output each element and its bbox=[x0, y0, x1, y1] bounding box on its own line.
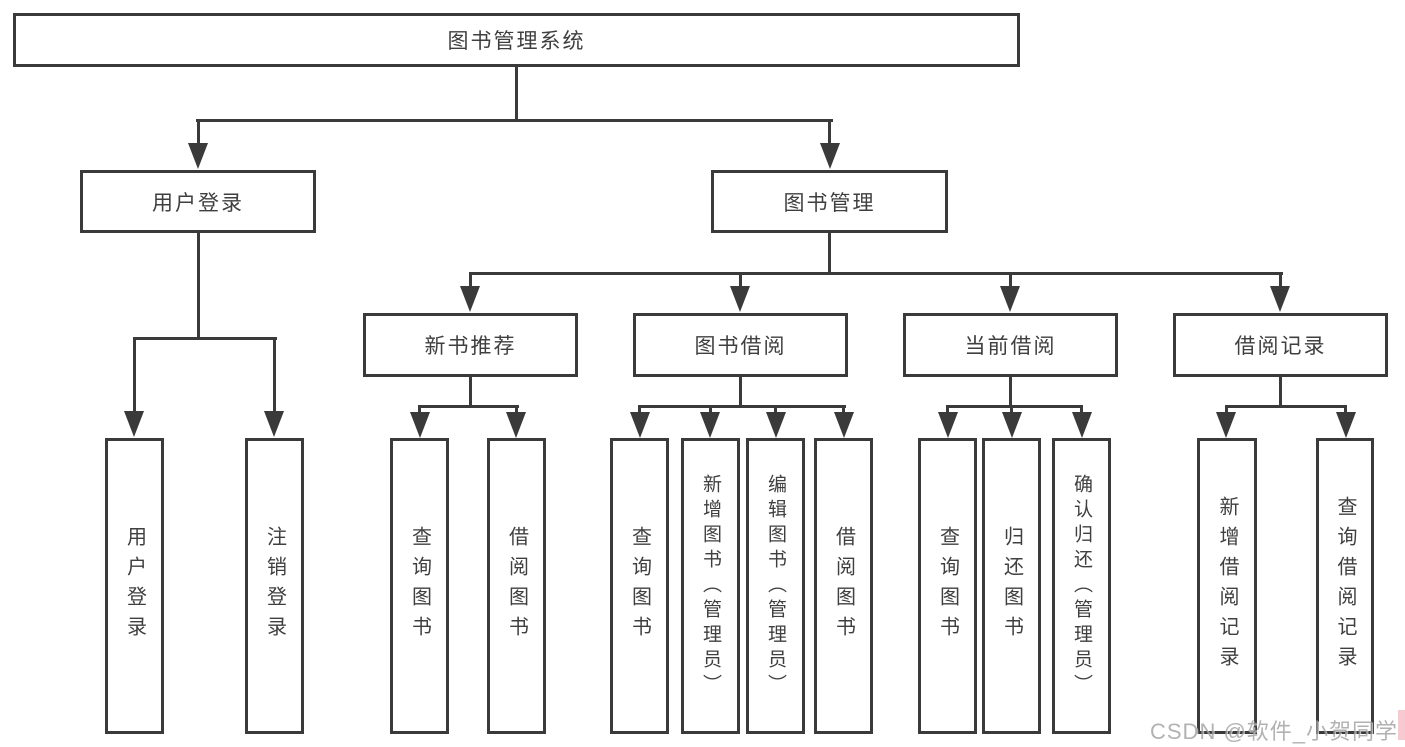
watermark-accent-strip bbox=[1398, 710, 1405, 740]
node-root: 图书管理系统 bbox=[13, 13, 1020, 67]
connector-query-record-stem bbox=[1344, 405, 1347, 414]
arrow-into-logout-leaf-icon bbox=[264, 411, 284, 437]
connector-add-record-stem bbox=[1225, 405, 1228, 414]
arrow-into-add-book-icon bbox=[700, 412, 720, 438]
connector-borrow-records-hline bbox=[1225, 405, 1347, 408]
node-query-books-1: 查询图书 bbox=[390, 438, 449, 734]
node-add-borrow-record: 新增借阅记录 bbox=[1197, 438, 1257, 734]
node-user-login-action: 用户登录 bbox=[105, 438, 164, 734]
connector-user-login-hline bbox=[133, 337, 277, 340]
node-query-borrow-record: 查询借阅记录 bbox=[1316, 438, 1374, 734]
node-query-books-3: 查询图书 bbox=[918, 438, 977, 734]
node-borrow-books-1: 借阅图书 bbox=[487, 438, 546, 734]
node-current-borrow: 当前借阅 bbox=[903, 313, 1118, 377]
connector-new-book-hline bbox=[418, 405, 519, 408]
arrow-into-query-record-icon bbox=[1336, 412, 1356, 438]
connector-book-management-down bbox=[828, 233, 831, 274]
node-book-borrow: 图书借阅 bbox=[633, 313, 848, 377]
connector-book-borrow-stem bbox=[739, 272, 742, 289]
connector-book-management-stem bbox=[828, 119, 831, 145]
connector-book-borrow-down bbox=[739, 377, 742, 407]
connector-borrow-books-1-stem bbox=[515, 405, 518, 414]
arrow-into-query-books-1-icon bbox=[410, 412, 430, 438]
connector-current-borrow-stem bbox=[1009, 272, 1012, 289]
node-confirm-return-admin: 确认归还（管理员） bbox=[1052, 438, 1111, 734]
node-user-login: 用户登录 bbox=[80, 170, 316, 233]
arrow-into-return-book-icon bbox=[1002, 412, 1022, 438]
node-new-book-recommend: 新书推荐 bbox=[363, 313, 578, 377]
connector-book-borrow-hline bbox=[638, 405, 846, 408]
connector-user-login-down bbox=[197, 233, 200, 339]
connector-borrow-books-2-stem bbox=[842, 405, 845, 414]
arrow-into-current-borrow-icon bbox=[1000, 286, 1020, 312]
connector-root-hline bbox=[196, 119, 833, 122]
node-query-books-2: 查询图书 bbox=[610, 438, 669, 734]
connector-current-borrow-hline bbox=[946, 405, 1083, 408]
arrow-into-borrow-books-1-icon bbox=[506, 412, 526, 438]
arrow-into-borrow-books-2-icon bbox=[834, 412, 854, 438]
arrow-into-query-books-2-icon bbox=[630, 412, 650, 438]
connector-borrow-records-stem bbox=[1279, 272, 1282, 289]
connector-current-borrow-down bbox=[1009, 377, 1012, 407]
connector-query-books-1-stem bbox=[418, 405, 421, 414]
arrow-into-login-leaf-icon bbox=[124, 411, 144, 437]
connector-edit-book-stem bbox=[774, 405, 777, 414]
arrow-into-edit-book-icon bbox=[766, 412, 786, 438]
connector-new-book-down bbox=[469, 377, 472, 407]
arrow-into-borrow-records-icon bbox=[1270, 286, 1290, 312]
watermark: CSDN @软件_小贺同学 bbox=[1150, 719, 1399, 744]
arrow-into-user-login-icon bbox=[188, 143, 208, 169]
connector-root-stem bbox=[515, 67, 518, 121]
arrow-into-add-record-icon bbox=[1216, 412, 1236, 438]
connector-query-books-3-stem bbox=[946, 405, 949, 414]
node-logout-action: 注销登录 bbox=[245, 438, 304, 734]
arrow-into-query-books-3-icon bbox=[938, 412, 958, 438]
node-return-book: 归还图书 bbox=[982, 438, 1041, 734]
arrow-into-confirm-return-icon bbox=[1072, 412, 1092, 438]
node-borrow-records: 借阅记录 bbox=[1173, 313, 1388, 377]
arrow-into-book-management-icon bbox=[820, 143, 840, 169]
connector-level3-hline bbox=[469, 272, 1283, 275]
node-borrow-books-2: 借阅图书 bbox=[814, 438, 873, 734]
connector-new-book-stem bbox=[469, 272, 472, 289]
node-edit-book-admin: 编辑图书（管理员） bbox=[746, 438, 805, 734]
node-add-book-admin: 新增图书（管理员） bbox=[681, 438, 740, 734]
connector-add-book-stem bbox=[709, 405, 712, 414]
connector-query-books-2-stem bbox=[638, 405, 641, 414]
arrow-into-book-borrow-icon bbox=[730, 286, 750, 312]
connector-confirm-return-stem bbox=[1080, 405, 1083, 414]
arrow-into-new-book-icon bbox=[460, 286, 480, 312]
connector-return-book-stem bbox=[1010, 405, 1013, 414]
connector-login-leaf-stem bbox=[133, 337, 136, 413]
connector-borrow-records-down bbox=[1279, 377, 1282, 407]
node-book-management: 图书管理 bbox=[711, 170, 948, 233]
connector-user-login-stem bbox=[197, 119, 200, 145]
connector-logout-leaf-stem bbox=[273, 337, 276, 413]
